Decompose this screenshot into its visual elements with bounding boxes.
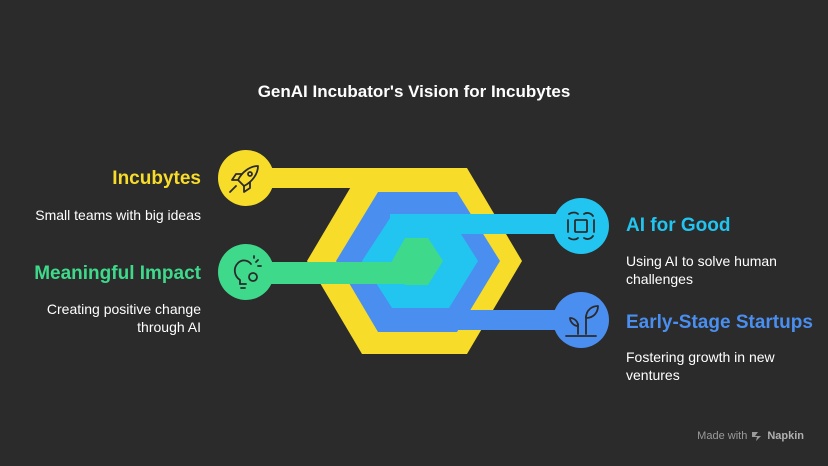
early-stage-startups-description: Fostering growth in new ventures xyxy=(626,349,775,383)
napkin-logo-icon xyxy=(752,432,762,441)
incubytes-badge xyxy=(218,150,274,206)
early-stage-startups-label: Early-Stage Startups xyxy=(626,312,813,333)
napkin-brand-text: Napkin xyxy=(767,430,804,442)
early-stage-startups-badge xyxy=(553,292,609,348)
meaningful-impact-label: Meaningful Impact xyxy=(34,263,201,284)
ai-for-good-badge xyxy=(553,198,609,254)
sprout-icon xyxy=(565,305,599,337)
ai-for-good-description: Using AI to solve human challenges xyxy=(626,253,777,287)
incubytes-label: Incubytes xyxy=(112,168,201,189)
page-title: GenAI Incubator's Vision for Incubytes xyxy=(257,82,571,101)
lightbulb-icon xyxy=(233,255,262,289)
made-with-napkin-footer: Made with Napkin xyxy=(697,430,804,442)
ai-for-good-label: AI for Good xyxy=(626,215,731,236)
incubytes-description: Small teams with big ideas xyxy=(35,207,201,223)
meaningful-impact-layer xyxy=(240,238,443,285)
made-with-text: Made with xyxy=(697,430,748,442)
meaningful-impact-badge xyxy=(218,244,274,300)
meaningful-impact-description: Creating positive change through AI xyxy=(46,301,201,335)
collaboration-icon xyxy=(567,211,595,241)
rocket-icon xyxy=(229,165,259,193)
